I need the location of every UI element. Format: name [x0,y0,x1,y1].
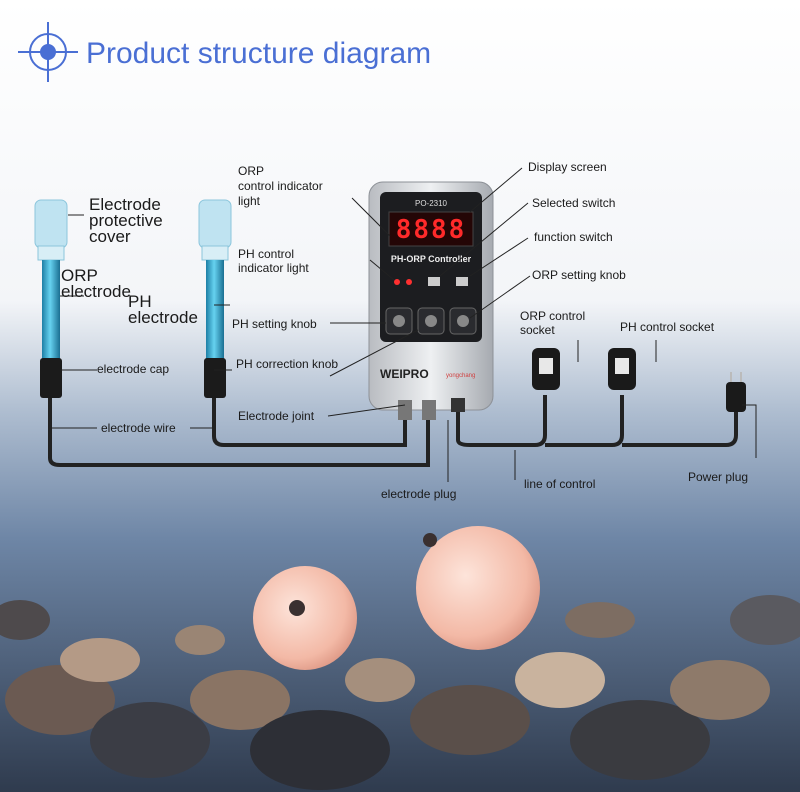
label-electrode-protective-cover-2: protective [89,211,163,230]
wires [48,395,738,467]
label-selected-switch: Selected switch [532,196,615,210]
label-ph-correction-knob: PH correction knob [236,357,338,371]
ph-electrode [198,199,232,398]
ph-indicator-light [406,279,412,285]
brand-sub: yongchang [446,373,475,379]
crosshair-icon [18,22,78,82]
egg-right [416,526,540,650]
brand-logo: WEIPRO [380,367,429,381]
label-orp-indicator-1: ORP [238,164,264,178]
selected-switch[interactable] [428,277,440,286]
page-title: Product structure diagram [86,37,431,70]
label-orp-control-socket-1: ORP control [520,309,585,323]
pebble-bed [0,595,800,790]
egg-left [253,566,357,670]
label-orp-control-socket-2: socket [520,323,555,337]
ph-setting-knob[interactable] [393,315,405,327]
label-electrode-joint: Electrode joint [238,409,315,423]
orp-setting-knob[interactable] [457,315,469,327]
label-line-of-control: line of control [524,477,595,491]
controller-unit: PO-2310 8888 PH-ORP Controller WEIPRO yo… [368,181,494,420]
label-electrode-plug: electrode plug [381,487,456,501]
orp-control-socket [532,348,560,390]
label-orp-indicator-3: light [238,194,261,208]
label-electrode-protective-cover-1: Electrode [89,195,161,214]
ph-correction-knob[interactable] [425,315,437,327]
orp-electrode [34,199,68,398]
label-ph-indicator-1: PH control [238,247,294,261]
function-switch[interactable] [456,277,468,286]
leader-lines [50,167,757,482]
label-orp-indicator-2: control indicator [238,179,323,193]
display-screen: 8888 [396,215,467,245]
label-function-switch: function switch [534,230,613,244]
device-model: PO-2310 [415,199,448,208]
label-electrode-protective-cover-3: cover [89,227,131,246]
label-ph-electrode-2: electrode [128,308,198,327]
ph-control-socket [608,348,636,390]
label-orp-electrode-1: ORP [61,266,98,285]
power-plug [726,372,746,412]
label-electrode-cap: electrode cap [97,362,169,376]
orp-indicator-light [394,279,400,285]
label-display-screen: Display screen [528,160,607,174]
label-power-plug: Power plug [688,470,748,484]
device-name: PH-ORP Controller [391,254,472,264]
label-electrode-wire: electrode wire [101,421,176,435]
label-ph-control-socket: PH control socket [620,320,715,334]
label-ph-electrode-1: PH [128,292,152,311]
label-ph-setting-knob: PH setting knob [232,317,317,331]
label-orp-electrode-2: electrode [61,282,131,301]
label-orp-setting-knob: ORP setting knob [532,268,626,282]
label-ph-indicator-2: indicator light [238,261,309,275]
